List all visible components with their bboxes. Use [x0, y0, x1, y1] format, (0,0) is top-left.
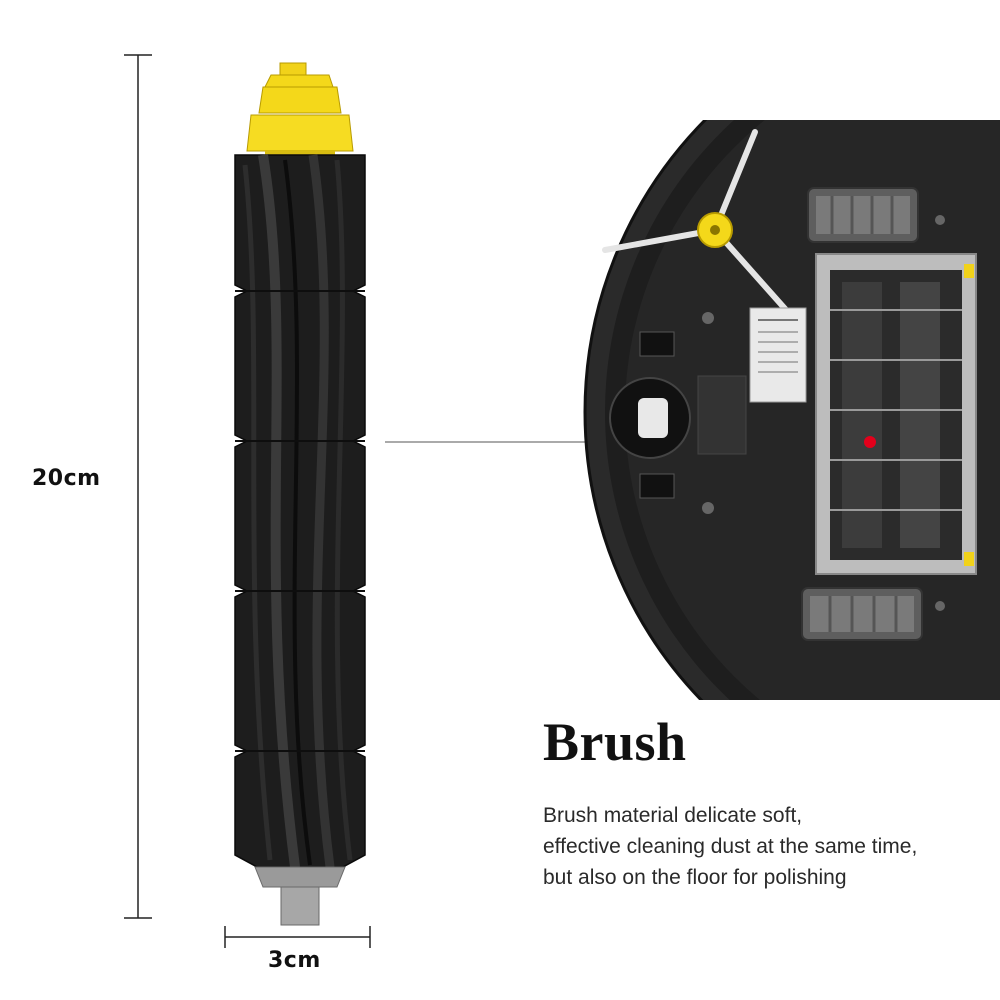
height-dimension-line — [124, 54, 152, 919]
product-description: Brush material delicate soft, effective … — [543, 800, 917, 893]
product-title: Brush — [543, 712, 687, 772]
side-brush — [602, 129, 798, 323]
yellow-end-cap — [246, 62, 354, 157]
width-label: 3cm — [268, 948, 321, 973]
bottom-wheel — [801, 587, 923, 641]
brush-body — [234, 154, 366, 868]
vent-grille — [697, 375, 747, 455]
description-line: Brush material delicate soft, — [543, 804, 803, 827]
description-line: effective cleaning dust at the same time… — [543, 835, 918, 858]
robot-vacuum-underside-image — [583, 120, 1000, 700]
caster-wheel — [609, 377, 691, 459]
indicator-dot — [864, 436, 876, 448]
description-line: but also on the floor for polishing — [543, 866, 847, 889]
width-dimension-line — [224, 926, 371, 948]
height-label: 20cm — [32, 466, 101, 491]
brush-roller-image — [234, 62, 366, 926]
grey-end-shaft — [254, 866, 346, 926]
label-sticker — [749, 307, 807, 403]
top-wheel — [807, 187, 919, 243]
brush-housing — [815, 253, 977, 575]
